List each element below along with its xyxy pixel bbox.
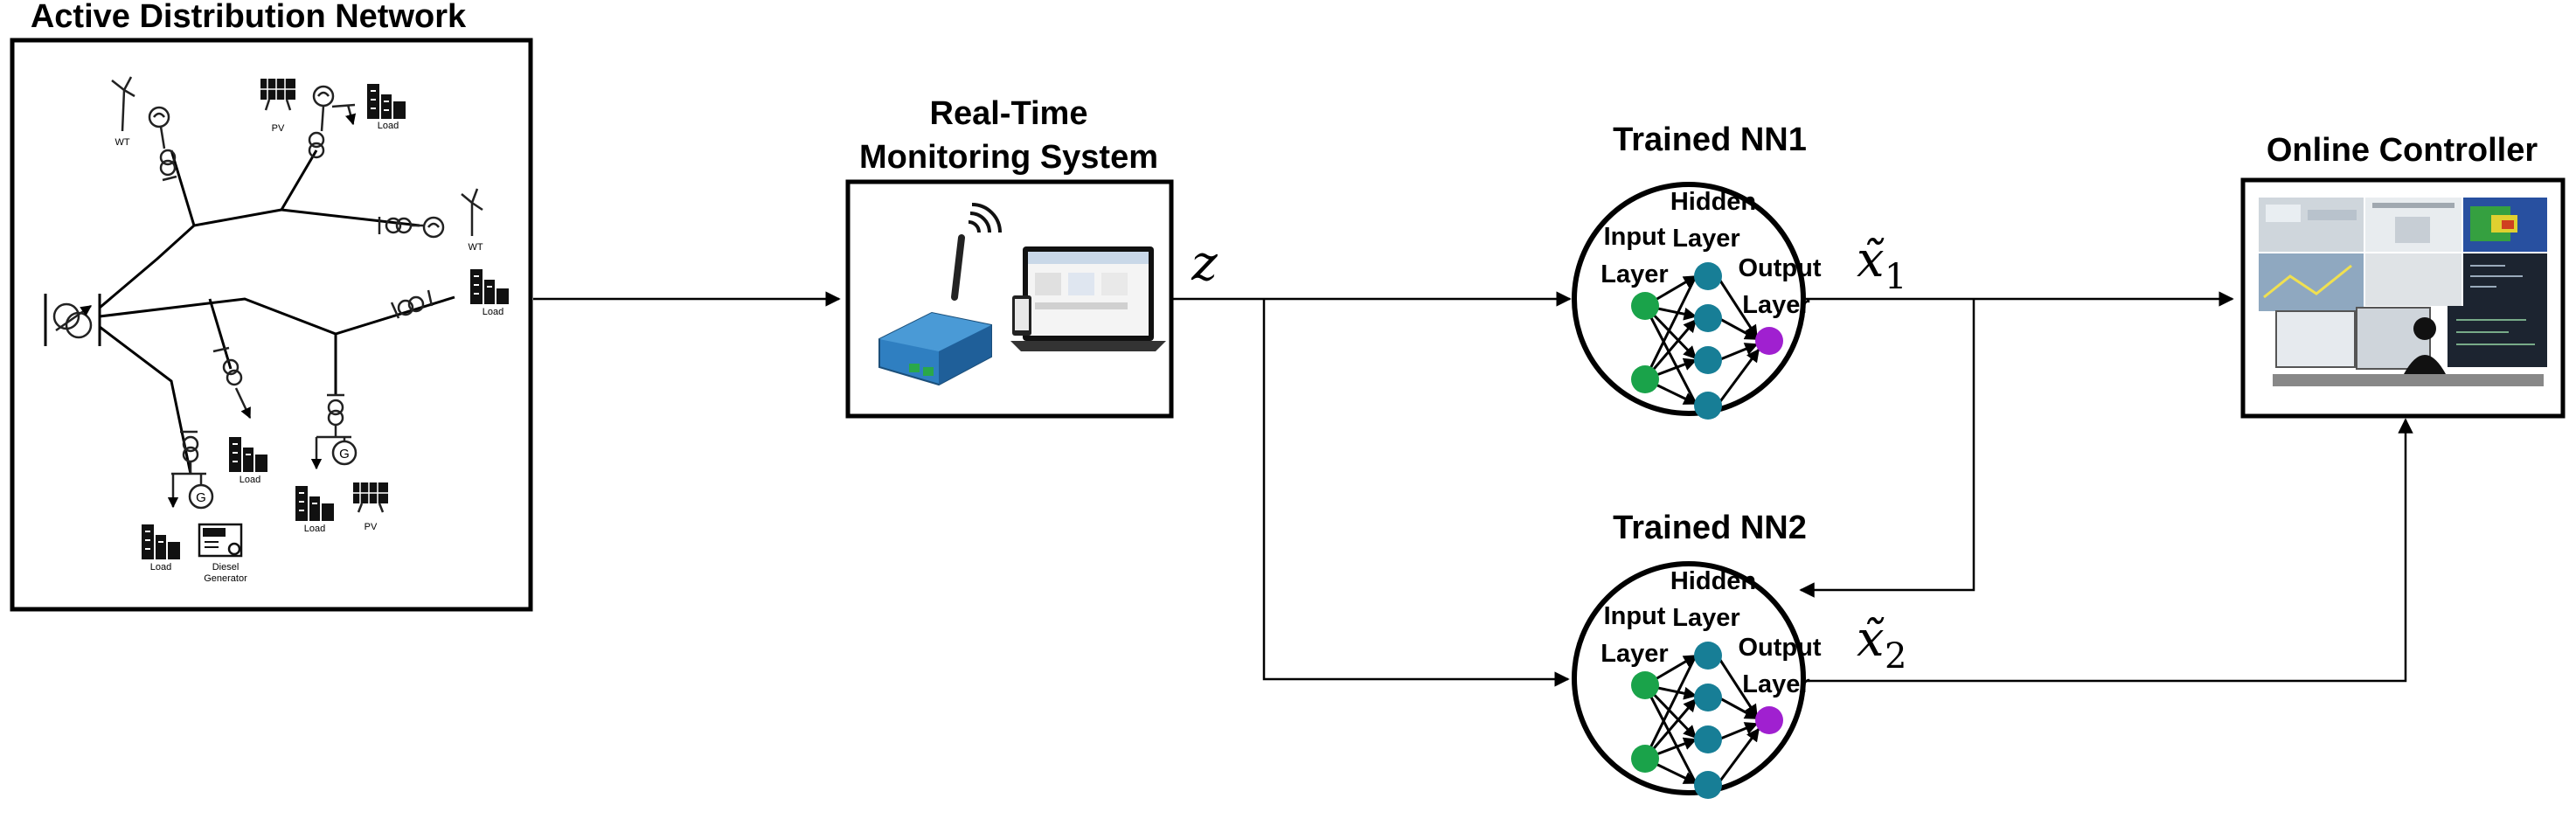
transformer-icon — [390, 289, 434, 319]
pv-top-label: PV — [272, 123, 285, 134]
load-mid-label: Load — [240, 475, 260, 485]
wt-right-label: WT — [468, 242, 483, 253]
nn2-circle — [1572, 561, 1806, 795]
signal-x2: x̃ 2 — [1857, 611, 1906, 677]
load-right-label: Load — [483, 307, 503, 317]
nn2-output-label-1: Output — [1738, 634, 1821, 662]
load-building-icon — [142, 524, 180, 559]
load-top-label: Load — [378, 121, 399, 131]
nn2-network: Input Layer Hidden Layer Output Layer — [1572, 561, 1822, 799]
feeder-upper — [99, 208, 282, 309]
monitoring-device-icon — [878, 203, 1002, 386]
nn2-hidden-node — [1694, 771, 1722, 799]
svg-text:G: G — [196, 490, 206, 505]
nn1-output-label-2: Layer — [1742, 291, 1809, 319]
diesel-generator-g-icon: G — [331, 440, 358, 466]
nn1-output-node — [1755, 327, 1783, 355]
svg-text:G: G — [339, 447, 350, 462]
nn1-input-label-1: Input — [1604, 223, 1666, 251]
load-building-icon — [470, 269, 509, 304]
nn1-input-label-2: Layer — [1600, 260, 1668, 288]
svg-text:x̃: x̃ — [1857, 232, 1885, 288]
arrow-z-to-nn2 — [1262, 299, 1570, 687]
feeder-middle — [99, 295, 455, 336]
substation-transformer-icon — [44, 294, 101, 346]
wind-turbine-icon — [111, 76, 135, 132]
signal-z: z — [1191, 235, 1218, 292]
rtms-title-line1: Real-Time — [930, 95, 1088, 132]
nn1-title: Trained NN1 — [1613, 121, 1807, 158]
svg-text:2: 2 — [1885, 636, 1906, 677]
nn2-input-label-2: Layer — [1600, 640, 1668, 668]
control-room-screens-icon — [2259, 198, 2547, 386]
wind-turbine-icon — [461, 188, 483, 236]
nn2-hidden-label-2: Layer — [1672, 604, 1739, 632]
nn1-hidden-node — [1694, 304, 1722, 332]
transformer-icon — [378, 216, 445, 239]
nn1-hidden-node — [1694, 392, 1722, 420]
nn2-input-node — [1631, 745, 1659, 773]
adn-title: Active Distribution Network — [31, 0, 467, 35]
load-building-icon — [367, 84, 406, 119]
nn1-hidden-label-2: Layer — [1672, 225, 1739, 253]
diesel-generator-g-icon: G — [188, 483, 214, 510]
nn2-input-node — [1631, 671, 1659, 699]
nn1-hidden-node — [1694, 346, 1722, 374]
nn1-hidden-node — [1694, 262, 1722, 290]
laptop-screen-icon — [1010, 246, 1166, 351]
pv-panel-icon — [353, 482, 388, 513]
nn1-output-label-1: Output — [1738, 254, 1821, 282]
rtms-title-line2: Monitoring System — [859, 139, 1158, 176]
signal-x1: x̃ 1 — [1857, 232, 1906, 297]
transformer-icon — [310, 393, 351, 470]
transformer-icon — [167, 430, 206, 509]
nn1-input-node — [1631, 292, 1659, 320]
nn2-hidden-node — [1694, 725, 1722, 753]
nn2-output-node — [1755, 706, 1783, 734]
nn2-hidden-label-1: Hidden — [1670, 567, 1756, 595]
nn2-input-label-1: Input — [1604, 602, 1666, 630]
arrow-x1-to-nn2 — [1799, 299, 1975, 598]
load-bottom-label: Load — [304, 524, 325, 534]
distribution-network-schematic: WT PV Load — [44, 76, 509, 584]
nn2-title: Trained NN2 — [1613, 510, 1807, 546]
nn1-hidden-label-1: Hidden — [1670, 188, 1756, 216]
nn2-hidden-node — [1694, 642, 1722, 670]
load-building-icon — [229, 437, 267, 472]
generator-icon — [308, 85, 357, 159]
diesel-label-line2: Generator — [204, 573, 247, 584]
wt-top-label: WT — [115, 137, 129, 148]
nn2-output-label-2: Layer — [1742, 670, 1809, 698]
svg-text:x̃: x̃ — [1857, 611, 1885, 668]
nn1-network: Input Layer Hidden Layer Output Layer — [1572, 182, 1822, 420]
svg-text:1: 1 — [1885, 257, 1906, 297]
generator-icon — [148, 106, 177, 182]
load-diesel-label: Load — [150, 562, 171, 573]
transformer-icon — [212, 346, 252, 420]
arrow-nn2-to-controller — [1806, 418, 2413, 683]
pv-bottom-label: PV — [365, 522, 378, 532]
nn1-input-node — [1631, 365, 1659, 393]
diesel-generator-icon — [198, 523, 243, 558]
diesel-label-line1: Diesel — [212, 562, 240, 573]
pv-panel-icon — [260, 79, 295, 111]
load-building-icon — [295, 486, 334, 521]
controller-title: Online Controller — [2267, 132, 2538, 169]
nn1-circle — [1572, 182, 1806, 416]
nn2-hidden-node — [1694, 684, 1722, 711]
